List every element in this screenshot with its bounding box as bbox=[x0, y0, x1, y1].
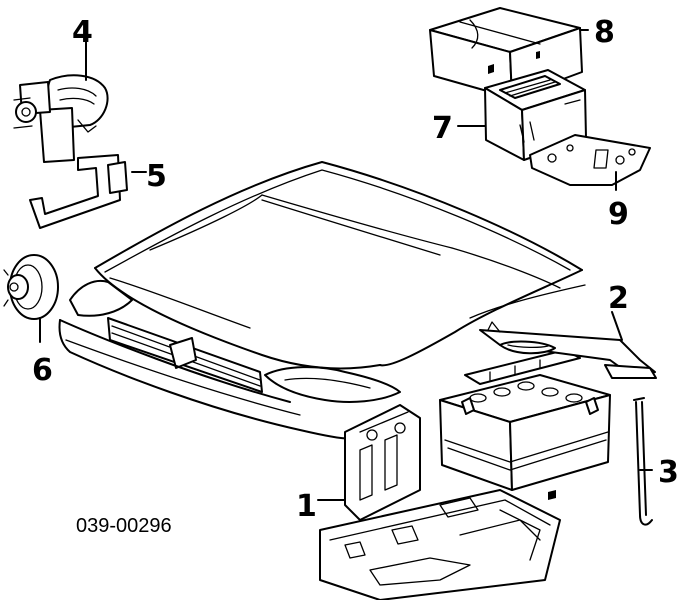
vehicle-front-illustration bbox=[58, 161, 586, 440]
callout-4: 4 bbox=[72, 15, 93, 50]
motor-part bbox=[13, 41, 109, 163]
ecu-part bbox=[457, 69, 587, 161]
battery-tray-part bbox=[319, 404, 561, 600]
hold-down-strap-part bbox=[479, 321, 657, 379]
callout-5: 5 bbox=[146, 159, 167, 194]
bracket-part bbox=[29, 154, 147, 229]
callout-9: 9 bbox=[608, 197, 629, 232]
callout-3: 3 bbox=[658, 455, 679, 490]
battery-illustration bbox=[439, 374, 611, 500]
leader-lines bbox=[317, 311, 653, 501]
hold-down-bracket bbox=[464, 349, 581, 385]
j-bolt-part bbox=[633, 397, 653, 526]
callout-7: 7 bbox=[432, 111, 453, 146]
callout-8: 8 bbox=[594, 15, 615, 50]
callout-6: 6 bbox=[32, 353, 53, 388]
callout-1: 1 bbox=[296, 489, 317, 524]
mounting-plate-part bbox=[529, 134, 651, 191]
callout-2: 2 bbox=[608, 281, 629, 316]
drawing-code: 039-00296 bbox=[76, 515, 172, 537]
horn-part bbox=[3, 254, 59, 343]
